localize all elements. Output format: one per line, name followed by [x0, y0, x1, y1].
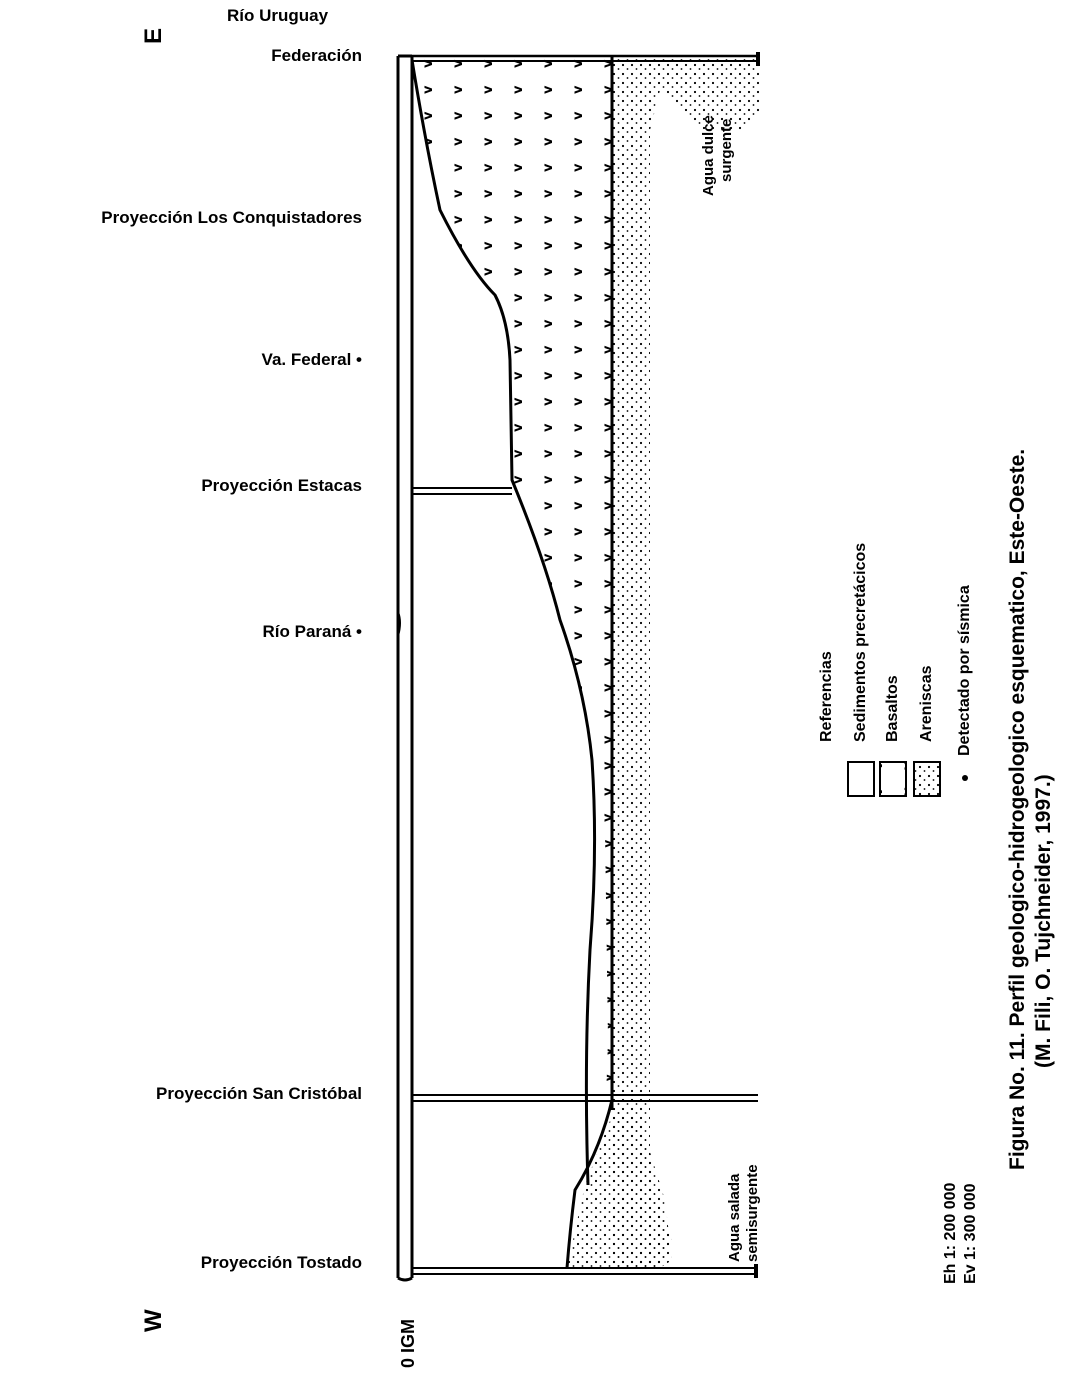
sandstone-wedge	[567, 1108, 672, 1268]
legend-swatch-sediments	[848, 762, 874, 796]
note-fresh-water-line2: surgente	[718, 115, 736, 196]
legend-label-sandstone: Areniscas	[918, 666, 936, 743]
scale-horizontal: Eh 1: 200 000	[942, 1183, 960, 1284]
figure-caption: Figura No. 11. Perfil geologico-hidrogeo…	[1006, 449, 1030, 1170]
note-fresh-water: Agua dulce surgente	[700, 115, 736, 196]
note-salt-water: Agua salada semisurgente	[726, 1164, 762, 1262]
note-fresh-water-line1: Agua dulce	[700, 115, 718, 196]
note-salt-water-line2: semisurgente	[744, 1164, 762, 1262]
legend-title: Referencias	[818, 651, 836, 742]
legend-swatch-sandstone	[914, 762, 940, 796]
legend-label-seismic: Detectado por sísmica	[956, 585, 974, 756]
legend-label-basalts: Basaltos	[884, 675, 902, 742]
surface-bottom-cap	[398, 1278, 412, 1280]
legend-label-sediments: Sedimentos precretácicos	[852, 543, 870, 742]
sandstone-layer	[612, 56, 760, 1268]
scale-vertical: Ev 1: 300 000	[962, 1183, 980, 1284]
legend-swatch-basalts	[880, 762, 906, 796]
note-salt-water-line1: Agua salada	[726, 1164, 744, 1262]
legend-swatch-seismic	[962, 775, 968, 781]
figure-citation: (M. Fili, O. Tujchneider, 1997.)	[1032, 774, 1056, 1068]
